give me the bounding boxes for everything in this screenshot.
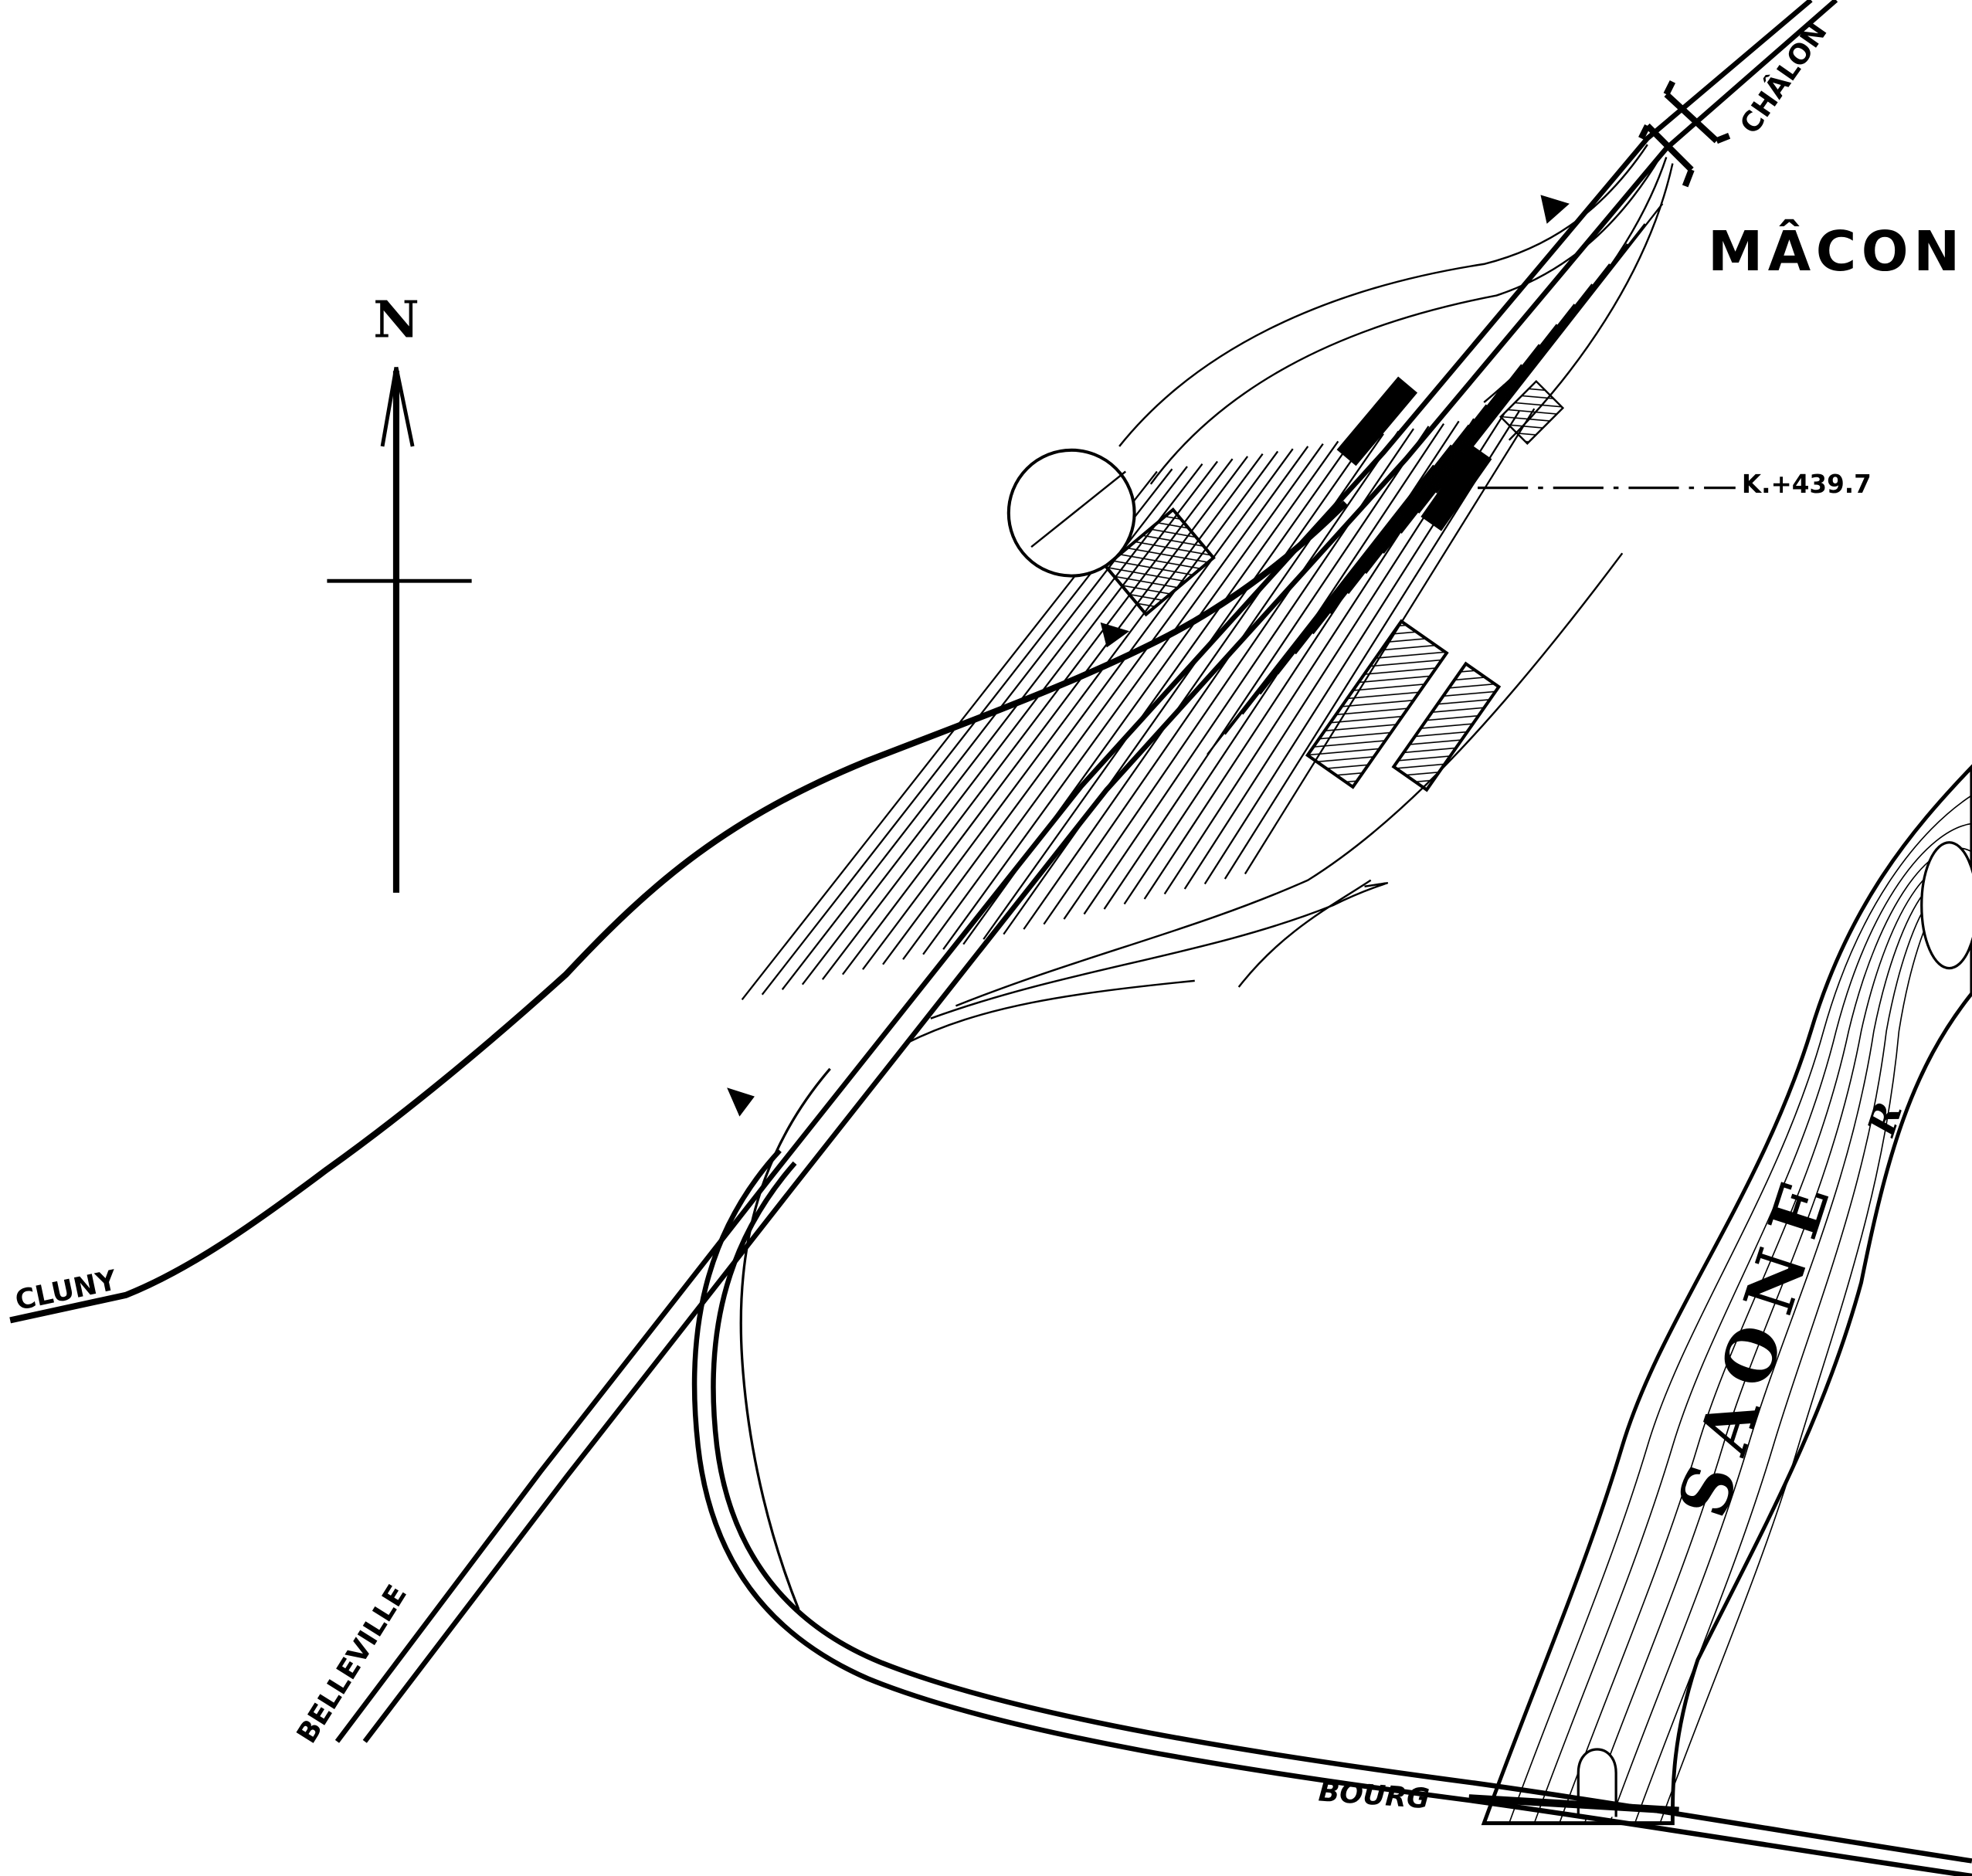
river-saone: SAONE R — [1481, 764, 1972, 1826]
river-flow-line — [1508, 795, 1972, 1823]
siding-track — [1295, 364, 1522, 655]
siding-track — [922, 448, 1294, 955]
kilometre-marker: K.+439.7 — [1742, 470, 1872, 499]
bourg-line — [691, 1067, 1972, 1876]
siding-track — [1043, 433, 1384, 925]
signal-icon — [1100, 622, 1130, 648]
siding-track — [1312, 344, 1540, 635]
river-flow-line — [1609, 876, 1972, 1823]
siding-track — [1347, 304, 1576, 595]
siding-track — [1224, 444, 1452, 735]
siding-track — [1063, 430, 1400, 920]
siding-track — [1365, 283, 1594, 575]
siding-track — [1023, 436, 1370, 930]
cluny-line — [9, 500, 1348, 1324]
hatched-building — [1305, 619, 1449, 789]
siding-track — [1003, 438, 1354, 935]
siding-track — [1329, 324, 1558, 615]
station-building — [1336, 376, 1418, 466]
station-title: MÂCON — [1708, 219, 1965, 283]
upper-fan — [1118, 144, 1674, 485]
chalon-bridge — [1638, 80, 1731, 188]
siding-track — [1083, 428, 1414, 915]
signal-icon — [1540, 195, 1570, 224]
siding-track — [1207, 464, 1434, 755]
siding-track — [1241, 424, 1470, 715]
river-flow-line — [1559, 847, 1972, 1823]
station-building — [1420, 444, 1492, 531]
north-label: N — [373, 290, 419, 349]
signal-icon — [727, 1087, 755, 1117]
north-arrow: N — [327, 290, 472, 893]
turntable — [1006, 448, 1136, 578]
siding-track — [983, 440, 1339, 940]
river-flow-line — [1533, 823, 1972, 1823]
siding-track — [942, 446, 1309, 950]
yard-tracks — [741, 203, 1664, 1000]
lower-fan — [905, 552, 1624, 1045]
siding-track — [1259, 404, 1488, 695]
siding-track — [1103, 426, 1430, 910]
hatched-building — [1499, 379, 1565, 446]
signals — [727, 195, 1570, 1117]
river-flow-line — [1583, 863, 1972, 1823]
siding-track — [1435, 203, 1664, 494]
buildings — [1103, 376, 1565, 792]
siding-track — [962, 443, 1324, 945]
hatched-building — [1391, 661, 1502, 792]
siding-track — [1277, 384, 1505, 675]
siding-track — [1383, 263, 1611, 555]
hatched-building — [1103, 507, 1216, 617]
destination-bourg: BOURG — [1318, 1776, 1431, 1815]
siding-track — [1400, 243, 1628, 534]
siding-track — [902, 450, 1279, 960]
